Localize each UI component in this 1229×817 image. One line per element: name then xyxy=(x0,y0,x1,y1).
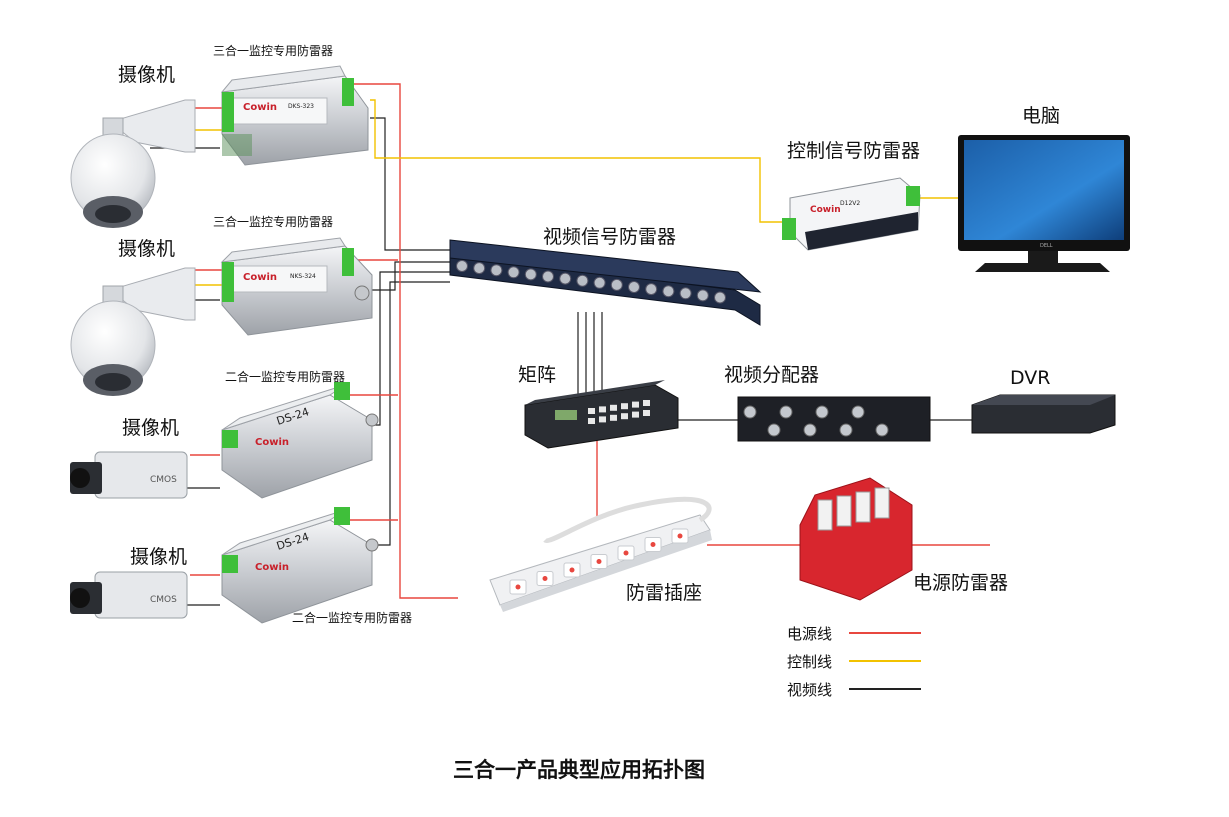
spd-module xyxy=(855,491,871,523)
svg-text:Cowin: Cowin xyxy=(810,205,841,215)
spd-module xyxy=(836,495,852,527)
distributor-bnc xyxy=(815,405,829,419)
distributor-bnc xyxy=(875,423,889,437)
spd-module xyxy=(874,487,890,519)
label-camera-2: 摄像机 xyxy=(118,238,176,260)
bnc-connector xyxy=(679,287,692,300)
matrix-button xyxy=(621,413,628,420)
svg-text:Cowin: Cowin xyxy=(243,272,277,283)
power-spd xyxy=(799,477,913,601)
dome-camera-1 xyxy=(70,99,196,228)
outlet-indicator xyxy=(569,567,575,573)
matrix-button xyxy=(599,416,606,423)
outlet-indicator xyxy=(596,559,602,564)
bnc-connector xyxy=(645,283,658,296)
legend-lines xyxy=(849,632,921,690)
distributor-bnc xyxy=(767,423,781,437)
bnc-connector xyxy=(456,260,468,272)
label-spd-3in1-a: 三合一监控专用防雷器 xyxy=(213,44,334,58)
spd-2in1-a: Cowin DS-24 xyxy=(221,382,379,499)
distributor-bnc xyxy=(779,405,793,419)
bnc-connector xyxy=(490,264,503,277)
label-power-spd: 电源防雷器 xyxy=(913,572,1009,594)
label-distributor: 视频分配器 xyxy=(724,364,820,386)
svg-text:DKS-323: DKS-323 xyxy=(288,103,314,110)
svg-text:Cowin: Cowin xyxy=(255,437,289,448)
distributor-bnc xyxy=(743,405,757,419)
label-computer: 电脑 xyxy=(1022,105,1061,127)
bnc-connector xyxy=(662,285,675,298)
label-camera-3: 摄像机 xyxy=(122,417,180,439)
legend-label-control: 控制线 xyxy=(787,653,833,671)
video-distributor xyxy=(737,396,931,442)
matrix-button xyxy=(599,406,606,413)
spd-3in1-b: Cowin NKS-324 xyxy=(220,237,373,336)
spd-2in1-b: Cowin DS-24 xyxy=(221,507,379,624)
label-socket: 防雷插座 xyxy=(626,582,703,604)
label-matrix: 矩阵 xyxy=(518,364,557,386)
dvr-device xyxy=(971,394,1116,434)
label-spd-2in1-b: 二合一监控专用防雷器 xyxy=(292,611,413,625)
svg-text:DELL: DELL xyxy=(1040,243,1053,249)
dome-camera-2 xyxy=(70,267,196,396)
label-camera-1: 摄像机 xyxy=(118,64,176,86)
outlet-indicator xyxy=(623,550,629,556)
outlet-indicator xyxy=(650,542,656,547)
distributor-bnc xyxy=(851,405,865,419)
distributor-bnc xyxy=(803,423,817,437)
outlet-indicator xyxy=(677,533,683,539)
label-spd-3in1-b: 三合一监控专用防雷器 xyxy=(213,215,334,229)
bnc-connector xyxy=(628,281,640,293)
matrix-button xyxy=(643,400,650,406)
matrix-button xyxy=(632,401,639,408)
brand-logo: Cowin xyxy=(243,102,277,113)
bnc-connector xyxy=(524,268,537,281)
label-spd-2in1-a: 二合一监控专用防雷器 xyxy=(225,370,346,384)
bnc-connector xyxy=(696,289,709,302)
svg-text:NKS-324: NKS-324 xyxy=(290,273,316,280)
label-control-spd: 控制信号防雷器 xyxy=(787,140,921,162)
spd-module xyxy=(817,499,833,531)
matrix-button xyxy=(588,418,595,424)
svg-text:Cowin: Cowin xyxy=(255,562,289,573)
bnc-connector xyxy=(576,274,589,287)
distributor-bnc xyxy=(839,423,853,437)
matrix-button xyxy=(610,414,617,421)
legend-label-video: 视频线 xyxy=(787,681,833,699)
bnc-connector xyxy=(542,270,554,283)
label-video-spd: 视频信号防雷器 xyxy=(543,226,677,248)
bnc-connector xyxy=(610,278,623,291)
matrix-button xyxy=(621,403,628,410)
spd-3in1-a: Cowin DKS-323 xyxy=(220,65,369,166)
label-camera-4: 摄像机 xyxy=(130,546,188,568)
svg-text:CMOS: CMOS xyxy=(150,595,177,605)
computer-monitor: DELL xyxy=(958,135,1130,272)
label-dvr: DVR xyxy=(1010,367,1051,389)
diagram-title: 三合一产品典型应用拓扑图 xyxy=(453,757,705,782)
bnc-connector xyxy=(559,272,572,285)
matrix-button xyxy=(643,410,650,416)
bnc-connector xyxy=(473,262,486,275)
legend-label-power: 电源线 xyxy=(787,625,833,643)
outlet-indicator xyxy=(515,584,521,590)
bnc-connector xyxy=(714,291,726,304)
matrix-button xyxy=(610,404,617,411)
svg-text:D12V2: D12V2 xyxy=(840,200,860,207)
matrix-device xyxy=(524,380,679,449)
box-camera-4: CMOS xyxy=(70,571,188,619)
bnc-connector xyxy=(593,276,606,289)
svg-text:CMOS: CMOS xyxy=(150,475,177,485)
box-camera-3: CMOS xyxy=(70,451,188,499)
outlet-indicator xyxy=(542,576,548,581)
surge-socket xyxy=(489,496,712,612)
video-spd-rack xyxy=(449,239,762,326)
bnc-connector xyxy=(507,266,520,279)
matrix-button xyxy=(588,408,595,414)
control-spd: Cowin D12V2 xyxy=(782,177,921,251)
matrix-button xyxy=(632,411,639,418)
